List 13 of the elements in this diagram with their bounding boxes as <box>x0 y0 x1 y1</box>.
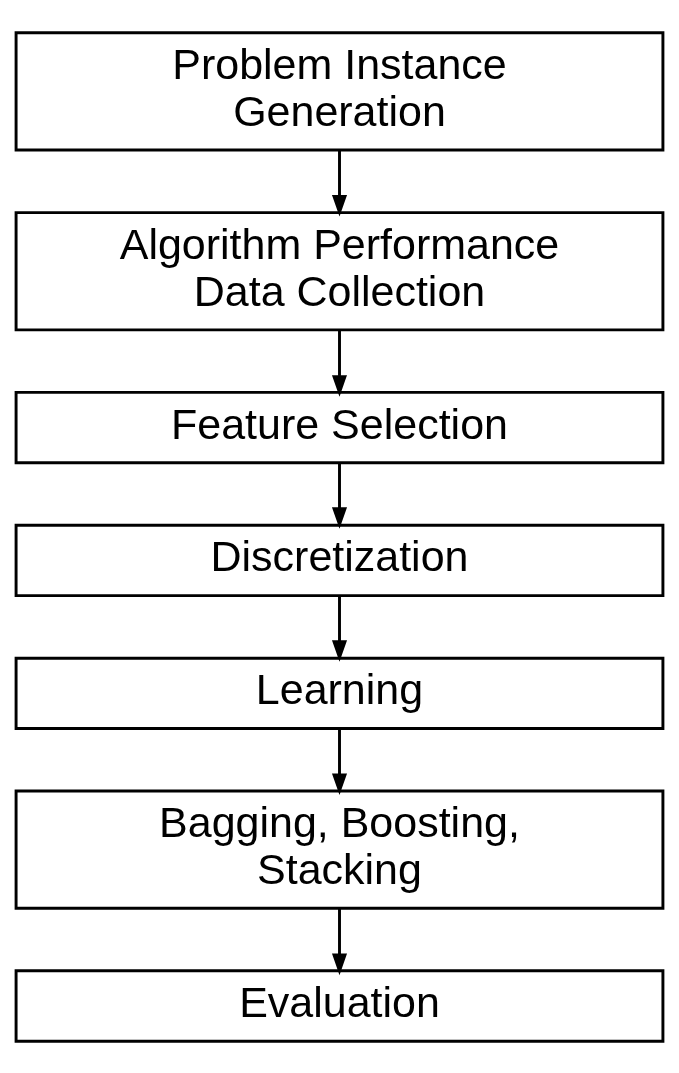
node-box: Algorithm Performance Data Collection <box>14 210 665 331</box>
arrow <box>331 329 348 397</box>
node-box: Learning <box>14 656 665 730</box>
node-box: Discretization <box>14 523 665 597</box>
arrow <box>331 907 348 975</box>
node-box: Feature Selection <box>14 390 665 464</box>
node-box: Evaluation <box>14 968 665 1043</box>
arrow <box>331 150 348 217</box>
node-box: Bagging, Boosting, Stacking <box>14 789 665 910</box>
arrow <box>331 595 348 662</box>
arrow <box>331 728 348 795</box>
arrow <box>331 462 348 529</box>
node-box: Problem Instance Generation <box>14 30 665 152</box>
